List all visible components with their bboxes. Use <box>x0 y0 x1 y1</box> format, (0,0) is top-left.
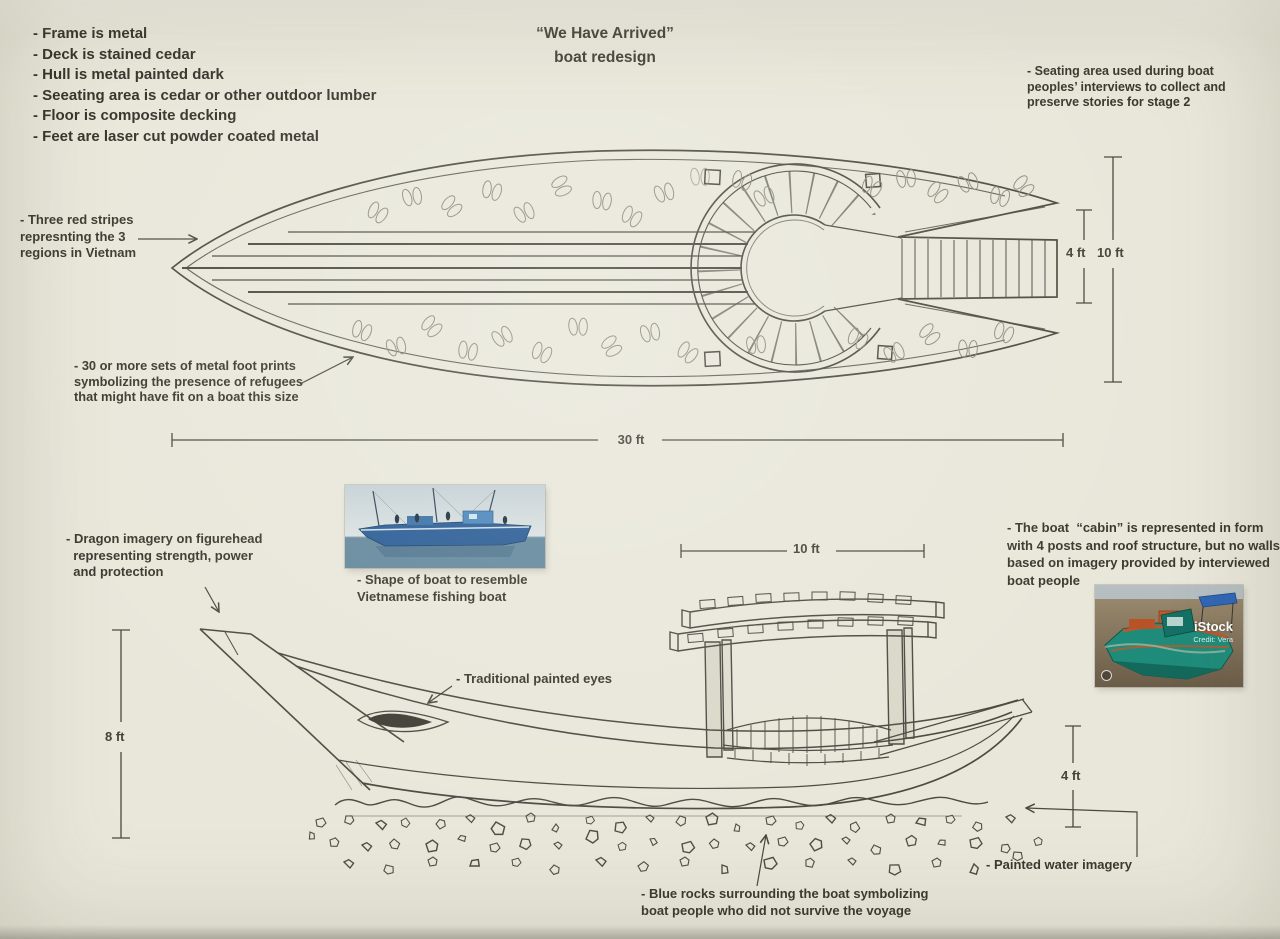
side-view-drawing <box>199 591 1043 877</box>
footprints-arrow-icon <box>299 357 353 385</box>
hull-side <box>277 652 1033 810</box>
reference-photo-istock: iStock Credit: Vera <box>1095 585 1243 687</box>
note-cabin: - The boat “cabin” is represented in for… <box>1007 520 1280 588</box>
note-footprints: - 30 or more sets of metal foot prints s… <box>74 358 303 404</box>
post-squares <box>703 168 894 368</box>
istock-credit: Credit: Vera <box>1193 635 1233 644</box>
dim-side-4ft <box>1065 725 1081 828</box>
title-line2: boat redesign <box>554 49 656 66</box>
note-red-stripes: - Three red stripes represnting the 3 re… <box>20 212 137 260</box>
stern-planks <box>901 239 1046 298</box>
dim-label-topview-10ft: 10 ft <box>1097 245 1124 260</box>
dim-label-side-4ft: 4 ft <box>1061 768 1081 783</box>
hull-outline <box>170 149 1061 387</box>
page-title: “We Have Arrived” boat redesign <box>505 22 705 70</box>
rocks-arrow-icon <box>756 835 766 887</box>
dim-30ft <box>171 433 1064 447</box>
dragon-arrow-icon <box>204 586 219 612</box>
water-line <box>334 796 989 808</box>
circular-bench-side <box>722 715 894 766</box>
materials-line: - Frame is metal <box>33 25 148 42</box>
top-view-drawing <box>170 149 1061 387</box>
dimension-lines <box>112 156 1122 839</box>
materials-line: - Feet are laser cut powder coated metal <box>33 127 319 145</box>
materials-line: - Seeating area is cedar or other outdoo… <box>33 86 377 104</box>
materials-line: - Floor is composite decking <box>33 107 237 124</box>
materials-list: - Frame is metal - Deck is stained cedar -… <box>33 24 376 147</box>
seating-ring-slats <box>698 171 1060 365</box>
materials-line: - Deck is stained cedar <box>33 45 196 63</box>
eyes-arrow-icon <box>428 685 453 703</box>
note-seating-area: - Seating area used during boat peoples’… <box>1027 64 1226 109</box>
cabin-structure <box>669 591 945 758</box>
dim-label-topview-4ft: 4 ft <box>1066 245 1086 260</box>
note-boat-shape: - Shape of boat to resemble Vietnamese f… <box>357 572 528 604</box>
rocks <box>305 812 1043 877</box>
roof-slats <box>687 591 914 644</box>
leader-arrows <box>138 239 1138 887</box>
dim-label-30ft: 30 ft <box>617 432 645 447</box>
materials-line: - Hull is metal painted dark <box>33 66 224 83</box>
dim-topview-10ft <box>1104 156 1122 383</box>
note-blue-rocks: - Blue rocks surrounding the boat symbol… <box>641 886 929 918</box>
dim-8ft <box>112 629 130 839</box>
title-line1: “We Have Arrived” <box>536 25 674 42</box>
dim-label-8ft: 8 ft <box>105 729 125 744</box>
camera-icon <box>1101 670 1112 681</box>
water-arrow-icon <box>1026 808 1138 857</box>
dim-label-cabin-10ft: 10 ft <box>793 541 820 556</box>
note-painted-eyes: - Traditional painted eyes <box>456 671 613 686</box>
painted-eye <box>356 710 450 733</box>
istock-watermark: iStock <box>1193 619 1233 634</box>
dim-cabin-10ft <box>680 544 925 558</box>
dim-topview-4ft <box>1076 209 1092 304</box>
note-painted-water: - Painted water imagery <box>986 857 1132 872</box>
reference-photo-fishing-boat <box>345 485 545 568</box>
deck-stripes <box>182 231 756 305</box>
figurehead-prow <box>199 628 405 791</box>
note-dragon: - Dragon imagery on figurehead represent… <box>66 531 263 579</box>
